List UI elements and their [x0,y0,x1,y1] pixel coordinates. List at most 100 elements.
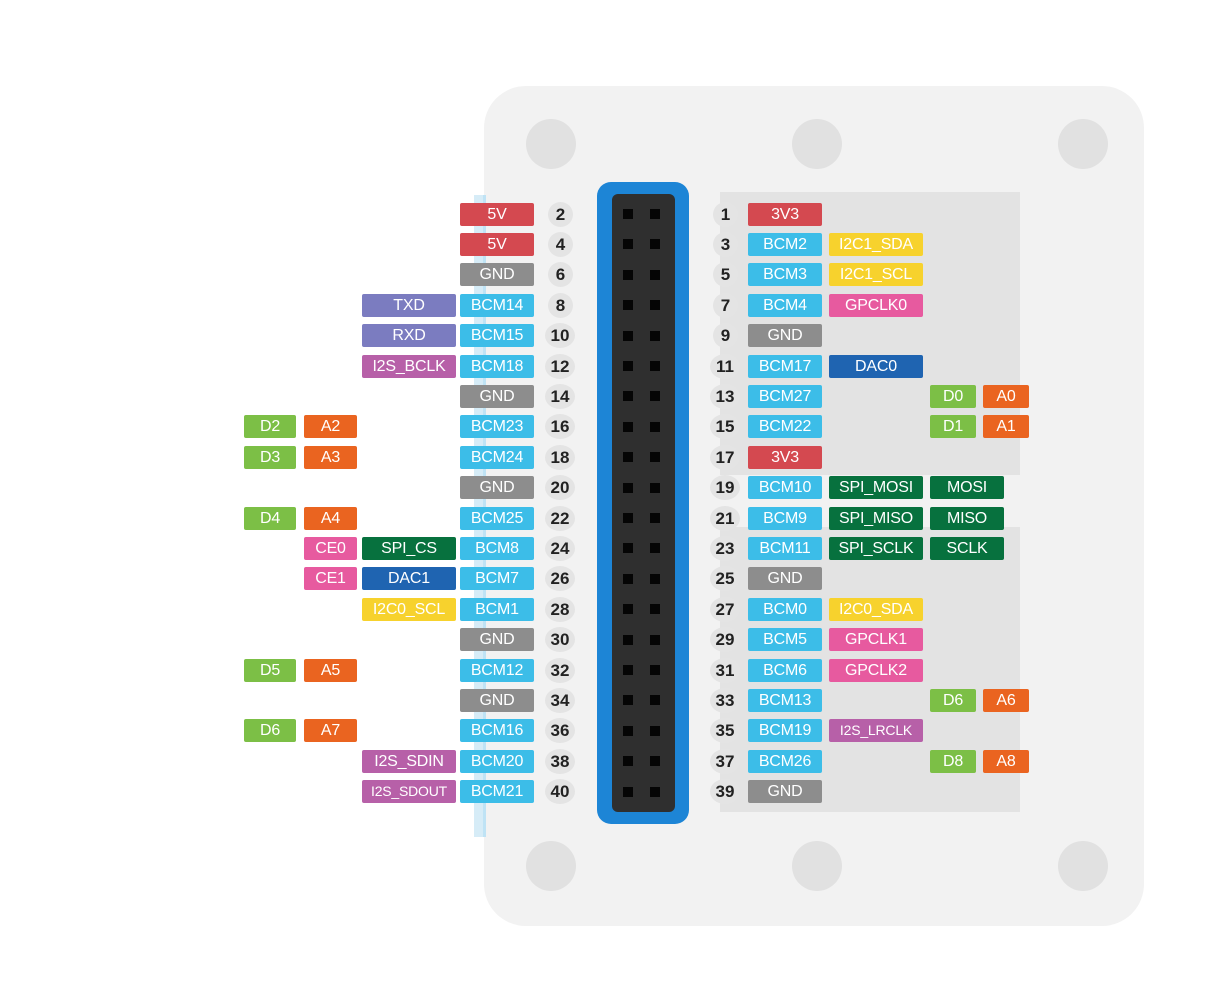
pin-23-label-bcm11: BCM11 [748,537,822,560]
pin-7-label-gpclk0: GPCLK0 [829,294,923,317]
header-pin-25 [650,574,660,584]
pin-19-label-bcm10: BCM10 [748,476,822,499]
pin-number-3: 3 [713,232,738,257]
pin-number-35: 35 [710,718,740,743]
pin-number-13: 13 [710,384,740,409]
header-pin-22 [623,513,633,523]
header-pin-15 [650,422,660,432]
header-pin-39 [650,787,660,797]
header-pin-21 [650,513,660,523]
pin-31-label-gpclk2: GPCLK2 [829,659,923,682]
pin-number-14: 14 [545,384,575,409]
pin-number-15: 15 [710,414,740,439]
header-pin-33 [650,695,660,705]
pin-15-label-a1: A1 [983,415,1029,438]
pin-19-label-mosi: MOSI [930,476,1004,499]
pin-33-label-bcm13: BCM13 [748,689,822,712]
header-pin-34 [623,695,633,705]
pin-35-label-i2s-lrclk: I2S_LRCLK [829,719,923,742]
pin-35-label-bcm19: BCM19 [748,719,822,742]
header-pin-19 [650,483,660,493]
pin-number-6: 6 [548,262,573,287]
header-pin-26 [623,574,633,584]
pin-number-4: 4 [548,232,573,257]
pin-29-label-gpclk1: GPCLK1 [829,628,923,651]
pin-1-label-3v3: 3V3 [748,203,822,226]
pin-number-37: 37 [710,749,740,774]
pin-22-label-bcm25: BCM25 [460,507,534,530]
pin-6-label-gnd: GND [460,263,534,286]
pin-7-label-bcm4: BCM4 [748,294,822,317]
pin-16-label-bcm23: BCM23 [460,415,534,438]
header-pin-3 [650,239,660,249]
header-pin-28 [623,604,633,614]
header-pin-37 [650,756,660,766]
pin-33-label-a6: A6 [983,689,1029,712]
header-pin-1 [650,209,660,219]
pin-16-label-a2: A2 [304,415,357,438]
pin-number-38: 38 [545,749,575,774]
pin-25-label-gnd: GND [748,567,822,590]
pin-23-label-spi-sclk: SPI_SCLK [829,537,923,560]
pin-number-11: 11 [710,354,740,379]
pin-3-label-i2c1-sda: I2C1_SDA [829,233,923,256]
pin-13-label-bcm27: BCM27 [748,385,822,408]
header-pin-9 [650,331,660,341]
pin-number-26: 26 [545,566,575,591]
pin-13-label-a0: A0 [983,385,1029,408]
pin-8-label-bcm14: BCM14 [460,294,534,317]
pin-32-label-bcm12: BCM12 [460,659,534,682]
pin-16-label-d2: D2 [244,415,296,438]
pin-4-label-5v: 5V [460,233,534,256]
pin-11-label-bcm17: BCM17 [748,355,822,378]
pin-26-label-bcm7: BCM7 [460,567,534,590]
pin-31-label-bcm6: BCM6 [748,659,822,682]
pin-38-label-bcm20: BCM20 [460,750,534,773]
header-pin-5 [650,270,660,280]
pin-number-7: 7 [713,293,738,318]
pin-number-16: 16 [545,414,575,439]
pin-number-17: 17 [710,445,740,470]
pin-number-23: 23 [710,536,740,561]
header-pin-7 [650,300,660,310]
pin-number-34: 34 [545,688,575,713]
pin-number-8: 8 [548,293,573,318]
pin-37-label-bcm26: BCM26 [748,750,822,773]
pin-number-30: 30 [545,627,575,652]
mounting-hole-bottom-right [1058,841,1108,891]
pin-8-label-txd: TXD [362,294,456,317]
pin-12-label-bcm18: BCM18 [460,355,534,378]
header-pin-8 [623,300,633,310]
header-pin-27 [650,604,660,614]
pin-26-label-ce1: CE1 [304,567,357,590]
pin-36-label-a7: A7 [304,719,357,742]
header-pin-30 [623,635,633,645]
mounting-hole-bottom-center [792,841,842,891]
pin-36-label-d6: D6 [244,719,296,742]
pin-37-label-a8: A8 [983,750,1029,773]
pin-number-2: 2 [548,202,573,227]
pin-21-label-bcm9: BCM9 [748,507,822,530]
pin-18-label-a3: A3 [304,446,357,469]
header-pin-17 [650,452,660,462]
header-pin-24 [623,543,633,553]
pin-18-label-bcm24: BCM24 [460,446,534,469]
pin-13-label-d0: D0 [930,385,976,408]
mounting-hole-top-right [1058,119,1108,169]
header-pin-14 [623,391,633,401]
header-pin-4 [623,239,633,249]
pin-12-label-i2s-bclk: I2S_BCLK [362,355,456,378]
pin-number-40: 40 [545,779,575,804]
pin-number-5: 5 [713,262,738,287]
pin-24-label-ce0: CE0 [304,537,357,560]
header-pin-38 [623,756,633,766]
pin-22-label-d4: D4 [244,507,296,530]
pin-30-label-gnd: GND [460,628,534,651]
pin-22-label-a4: A4 [304,507,357,530]
pin-number-25: 25 [710,566,740,591]
header-pin-2 [623,209,633,219]
pin-23-label-sclk: SCLK [930,537,1004,560]
pin-9-label-gnd: GND [748,324,822,347]
pin-26-label-dac1: DAC1 [362,567,456,590]
header-pin-11 [650,361,660,371]
